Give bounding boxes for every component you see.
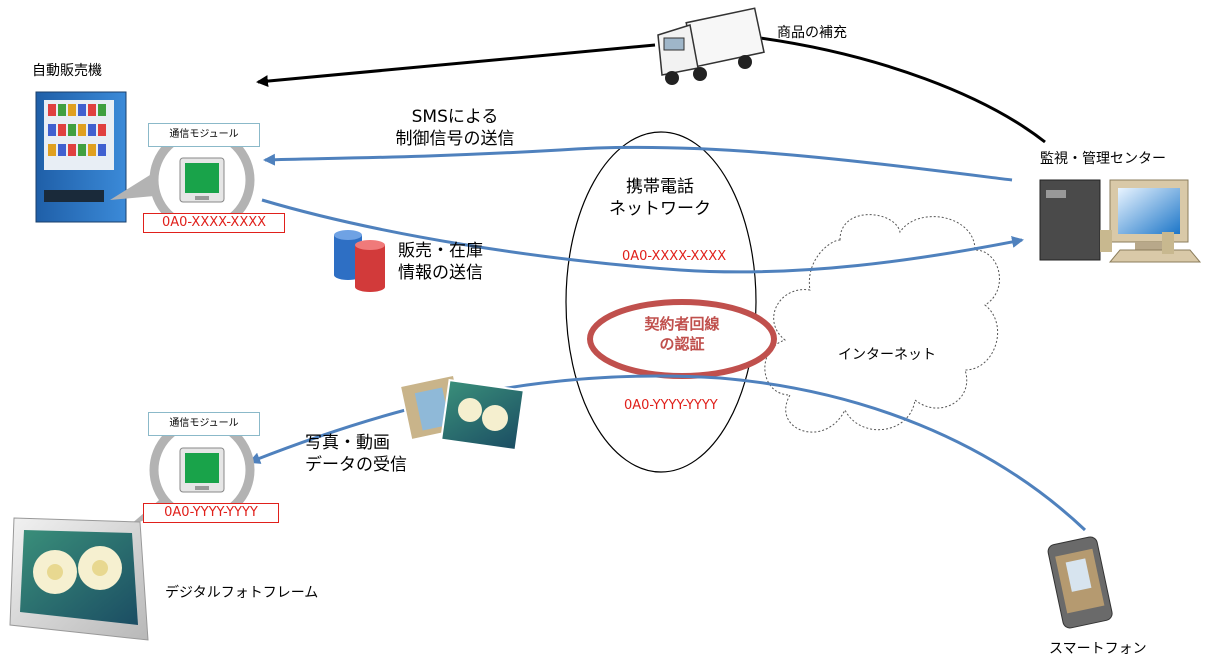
smartphone-label: スマートフォン xyxy=(1049,641,1147,657)
computer-icon xyxy=(1039,179,1202,263)
internet-label: インターネット xyxy=(838,347,936,363)
truck-icon xyxy=(657,7,765,85)
module-box-top: 通信モジュール xyxy=(148,123,260,147)
mobile-network-ellipse xyxy=(565,131,757,473)
vending-machine-icon xyxy=(35,91,127,223)
photo-label: 写真・動画 データの受信 xyxy=(305,432,407,476)
database-icon xyxy=(334,230,385,292)
vm-number-box: 0A0-XXXX-XXXX xyxy=(143,213,285,233)
sms-label: SMSによる 制御信号の送信 xyxy=(395,106,515,150)
restock-arrow xyxy=(256,43,656,88)
mobile-network-label-line2: ネットワーク xyxy=(609,199,711,219)
photo-label-line2: データの受信 xyxy=(305,455,407,475)
sms-arrow xyxy=(263,145,1013,182)
photo-arrow xyxy=(248,374,1087,532)
module-box-bottom: 通信モジュール xyxy=(148,412,260,436)
auth-label-line2: の認証 xyxy=(659,335,705,353)
module-magnifier-top xyxy=(110,127,255,233)
smartphone-icon xyxy=(1047,536,1113,629)
center-to-truck-line xyxy=(759,36,1046,144)
auth-label-line1: 契約者回線 xyxy=(644,315,720,333)
vending-machine-label: 自動販売機 xyxy=(32,63,102,79)
sms-label-line2: 制御信号の送信 xyxy=(395,129,515,149)
sales-label-line2: 情報の送信 xyxy=(398,263,483,283)
photo-label-line1: 写真・動画 xyxy=(305,433,390,453)
sms-label-line1: SMSによる xyxy=(411,107,499,127)
restock-label: 商品の補充 xyxy=(777,25,847,41)
digital-photo-frame-icon xyxy=(9,517,149,641)
monitoring-center-label: 監視・管理センター xyxy=(1040,151,1166,167)
mobile-network-label-line1: 携帯電話 xyxy=(626,177,694,197)
mobile-network-label: 携帯電話 ネットワーク xyxy=(600,176,720,220)
photos-icon xyxy=(398,373,525,452)
pf-number-box: 0A0-YYYY-YYYY xyxy=(143,503,279,523)
sales-label: 販売・在庫 情報の送信 xyxy=(398,240,483,284)
internet-cloud xyxy=(764,214,1000,433)
sales-label-line1: 販売・在庫 xyxy=(398,241,483,261)
sales-arrow xyxy=(261,198,1024,274)
auth-label: 契約者回線 の認証 xyxy=(622,314,742,354)
network-vm-number: 0A0-XXXX-XXXX xyxy=(622,249,727,264)
network-pf-number: 0A0-YYYY-YYYY xyxy=(624,398,718,413)
photo-frame-label: デジタルフォトフレーム xyxy=(165,585,319,601)
